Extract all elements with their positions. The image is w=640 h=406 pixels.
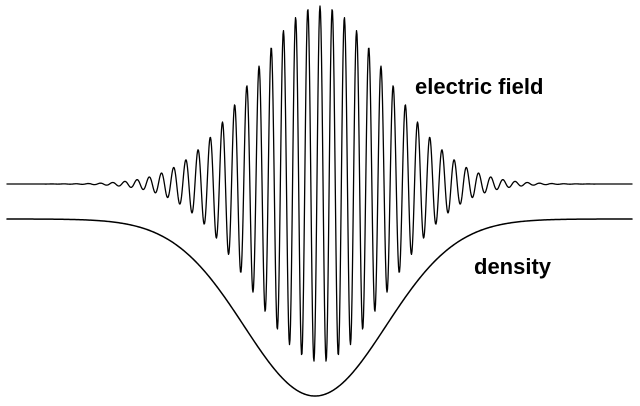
- electric-field-label: electric field: [415, 74, 543, 99]
- density-curve: [6, 218, 633, 397]
- electric-field-curve: [6, 5, 633, 362]
- density-label: density: [474, 254, 552, 279]
